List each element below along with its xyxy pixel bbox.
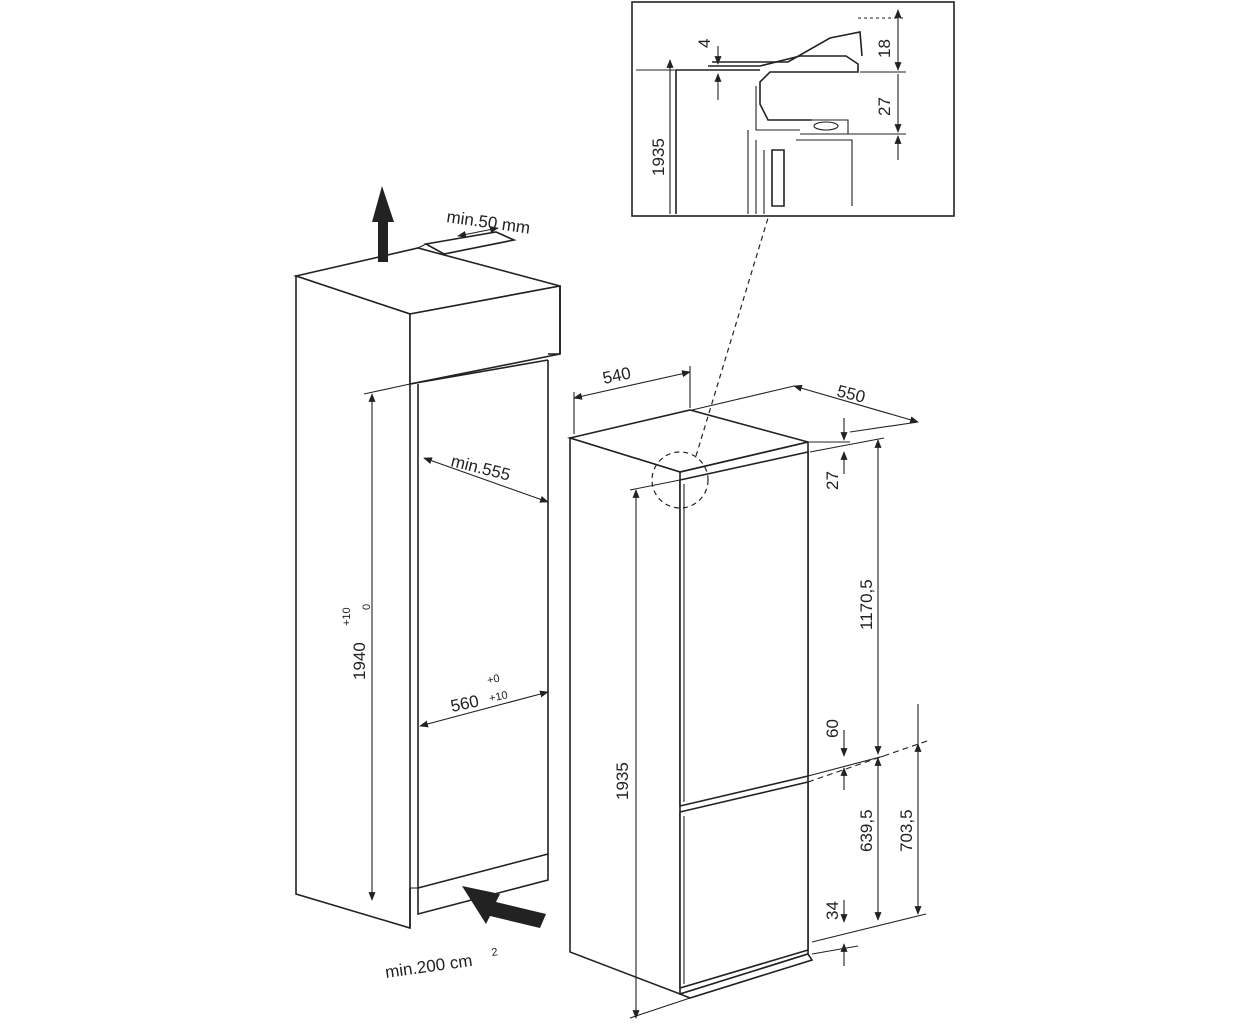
- detail-callout: [651, 217, 769, 509]
- appliance-height-dimension: 1935: [613, 479, 691, 1019]
- niche-height-tol-upper: +10: [341, 607, 353, 626]
- detail-d1-label: 4: [695, 39, 714, 48]
- detail-d3-label: 27: [875, 97, 894, 116]
- air-outlet-arrow-icon: [372, 186, 394, 262]
- lower-door-label: 639,5: [857, 809, 876, 852]
- niche-depth-dimension: 560 +0 +10: [419, 673, 549, 728]
- niche-height-dimension: 1940 +10 0: [341, 383, 411, 901]
- niche-width-label: min.555: [449, 451, 512, 484]
- appliance-height-label: 1935: [613, 762, 632, 800]
- upper-door-label: 1170,5: [857, 579, 876, 630]
- detail-box: 4 1935 18 27: [631, 1, 955, 217]
- vent-area-dimension: min.200 cm 2: [384, 946, 499, 982]
- appliance-depth-label: 550: [835, 381, 867, 406]
- detail-height-label: 1935: [649, 138, 668, 176]
- vent-area-sup: 2: [491, 946, 499, 959]
- appliance-body: [566, 409, 814, 999]
- air-inlet-arrow-icon: [462, 886, 546, 928]
- appliance-width-label: 540: [601, 363, 633, 387]
- niche-cabinet: [293, 231, 561, 930]
- niche-height-label: 1940: [350, 642, 369, 680]
- vent-area-label: min.200 cm: [384, 951, 474, 982]
- niche-depth-tol-lower: +10: [488, 689, 509, 705]
- lower-total-label: 703,5: [897, 809, 916, 852]
- bottom-gap-label: 34: [823, 901, 842, 920]
- niche-width-dimension: min.555: [423, 451, 549, 503]
- niche-depth-label: 560: [449, 691, 481, 715]
- detail-d2-label: 18: [875, 39, 894, 58]
- vertical-dimensions-chain: 27 1170,5 60 639,5 703,5 34: [807, 418, 931, 966]
- door-gap-label: 60: [823, 719, 842, 738]
- top-gap-label: 27: [823, 471, 842, 490]
- niche-height-tol-lower: 0: [361, 604, 373, 610]
- niche-depth-tol-upper: +0: [486, 673, 501, 687]
